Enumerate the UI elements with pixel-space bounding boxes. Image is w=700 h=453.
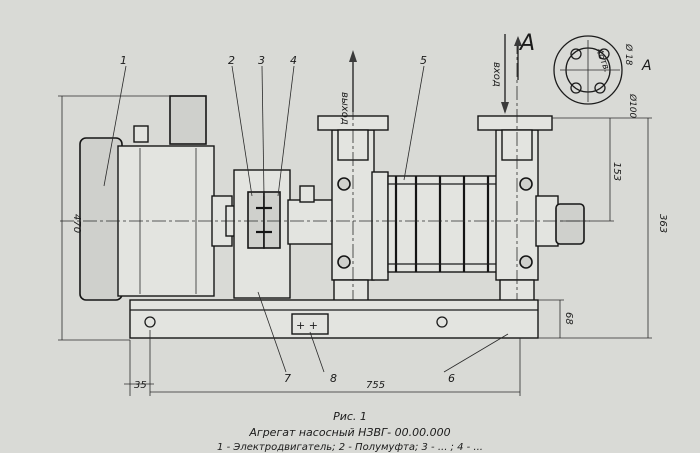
bolt bbox=[519, 177, 533, 191]
dim-470: 470 bbox=[71, 214, 82, 233]
inlet-label: вход bbox=[491, 62, 502, 87]
callout-1: 1 bbox=[120, 54, 127, 67]
bolt bbox=[337, 255, 351, 269]
terminal-box bbox=[169, 95, 207, 145]
oil-cup bbox=[299, 185, 315, 203]
dim-363: 363 bbox=[657, 214, 668, 233]
anchor-hole bbox=[436, 316, 448, 328]
pump-foot-left bbox=[333, 279, 369, 303]
figure-number: Рис. 1 bbox=[333, 410, 367, 423]
dim-d100: Ø100 bbox=[627, 93, 638, 119]
dim-35: 35 bbox=[134, 380, 147, 391]
bearing-housing bbox=[287, 199, 337, 245]
callout-3: 3 bbox=[258, 54, 265, 67]
dim-68: 68 bbox=[563, 312, 574, 325]
inlet-cover bbox=[371, 171, 389, 281]
bolt bbox=[337, 177, 351, 191]
callout-4: 4 bbox=[290, 54, 297, 67]
inlet-flange bbox=[477, 115, 553, 131]
bolt bbox=[519, 255, 533, 269]
view-letter: A bbox=[518, 31, 535, 56]
terminal-plate bbox=[291, 313, 329, 335]
callout-2: 2 bbox=[228, 54, 235, 67]
motor-end-cap bbox=[79, 137, 123, 301]
stage-sections bbox=[387, 175, 501, 273]
outlet-label: выход bbox=[339, 92, 350, 125]
callout-6: 6 bbox=[448, 372, 455, 385]
half-coupling-left bbox=[247, 191, 265, 249]
half-coupling-right bbox=[263, 191, 281, 249]
flange-view-outline bbox=[553, 35, 623, 105]
callout-5: 5 bbox=[420, 54, 427, 67]
dim-755: 755 bbox=[366, 380, 385, 391]
callout-8: 8 bbox=[330, 372, 337, 385]
anchor-hole bbox=[144, 316, 156, 328]
dim-153: 153 bbox=[611, 162, 622, 181]
svg-text:+ +: + + bbox=[296, 319, 318, 332]
dim-d18: Ø 18 bbox=[623, 43, 634, 66]
figure-legend: 1 - Электродвигатель; 2 - Полумуфта; 3 -… bbox=[217, 442, 483, 453]
base-frame bbox=[129, 299, 539, 339]
motor-lifting-eye bbox=[133, 125, 149, 143]
callout-7: 7 bbox=[284, 372, 291, 385]
view-letter-marker: A bbox=[641, 58, 652, 74]
figure-title: Агрегат насосный НЗВГ- 00.00.000 bbox=[249, 426, 451, 439]
end-cap bbox=[555, 203, 585, 245]
